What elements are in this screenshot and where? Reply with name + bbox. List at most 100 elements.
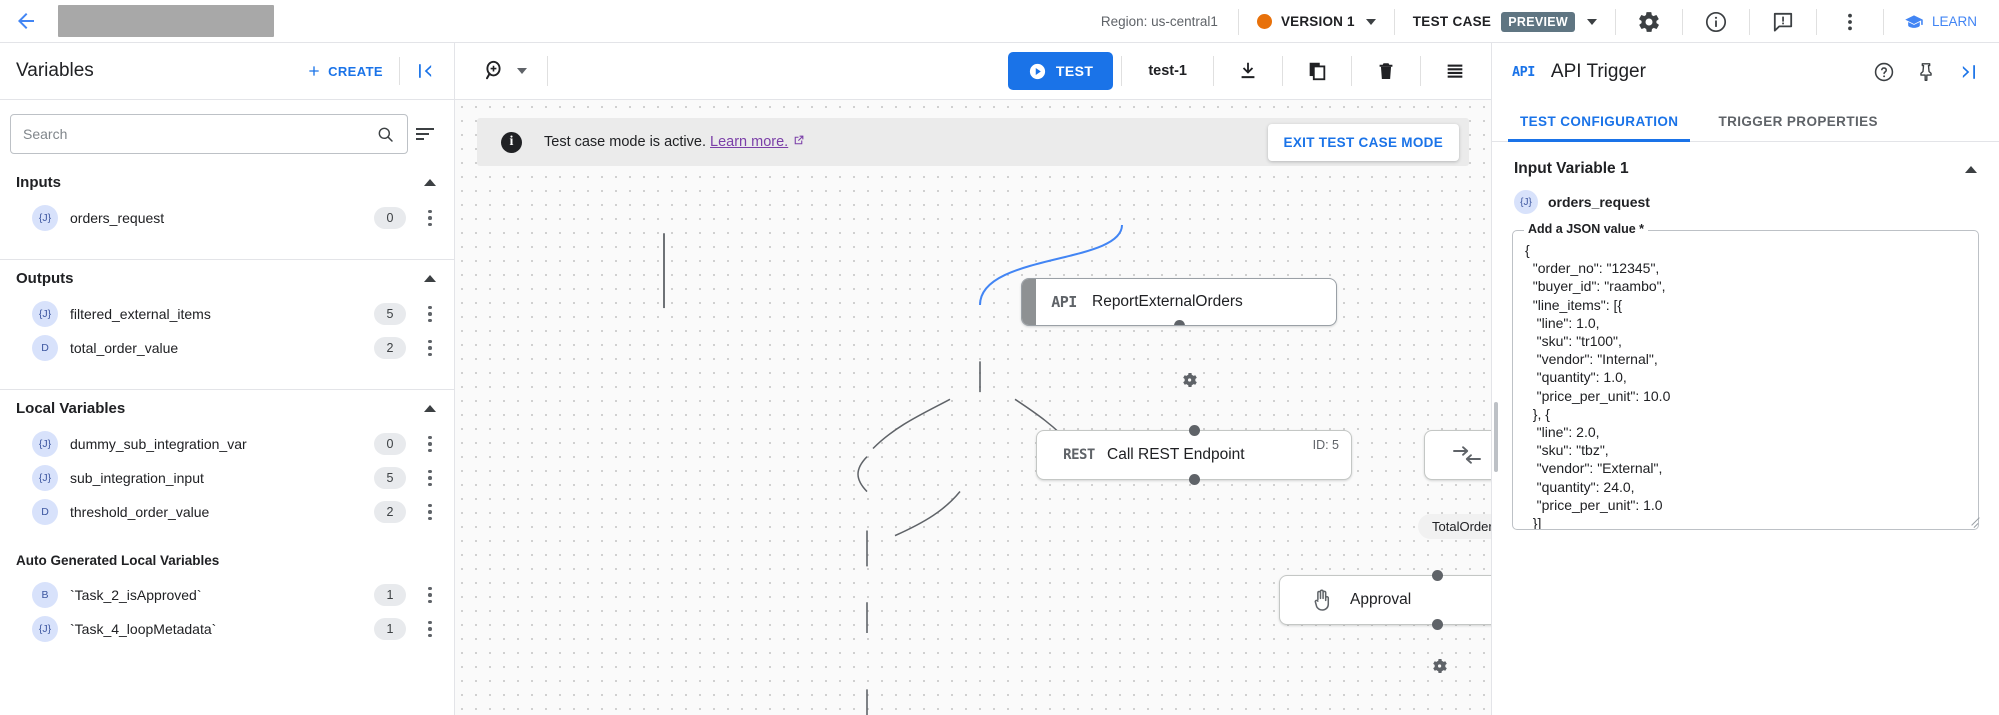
variable-row-orders-request[interactable]: {J} orders_request 0 xyxy=(0,201,454,235)
variable-name: `Task_2_isApproved` xyxy=(70,587,202,603)
node-input-port[interactable] xyxy=(1431,570,1443,581)
tab-trigger-properties[interactable]: TRIGGER PROPERTIES xyxy=(1718,114,1878,129)
variable-menu-icon[interactable] xyxy=(418,586,442,604)
variable-type-badge: {J} xyxy=(1514,190,1538,214)
variable-menu-icon[interactable] xyxy=(418,620,442,638)
variables-list-scroll: Inputs {J} orders_request 0 Outputs xyxy=(0,100,454,715)
exit-test-case-mode-button[interactable]: EXIT TEST CASE MODE xyxy=(1267,123,1459,161)
test-case-selector[interactable]: TEST CASE PREVIEW xyxy=(1397,11,1613,32)
help-button[interactable] xyxy=(1863,51,1905,93)
duplicate-test-button[interactable] xyxy=(1291,49,1343,93)
flow-node-call-rest-endpoint[interactable]: REST Call REST Endpoint ID: 5 xyxy=(1036,425,1352,485)
json-field-legend: Add a JSON value * xyxy=(1524,222,1649,236)
divider xyxy=(1282,56,1283,86)
scroll-thumb[interactable] xyxy=(1494,402,1498,472)
learn-button[interactable]: LEARN xyxy=(1886,12,1999,32)
flow-node-approval[interactable]: Approval ID: 2 xyxy=(1279,570,1491,630)
version-label: VERSION 1 xyxy=(1280,14,1355,29)
variable-row-sub-integration-input[interactable]: {J} sub_integration_input 5 xyxy=(0,461,454,495)
flow-node-report-external-orders[interactable]: API ReportExternalOrders xyxy=(1021,278,1337,326)
variable-row-filtered-external-items[interactable]: {J} filtered_external_items 5 xyxy=(0,297,454,331)
zoom-control[interactable] xyxy=(471,59,539,83)
section-header-outputs[interactable]: Outputs xyxy=(0,260,454,297)
variable-menu-icon[interactable] xyxy=(418,209,442,227)
variable-type-badge: {J} xyxy=(32,301,58,327)
section-header-local-variables[interactable]: Local Variables xyxy=(0,390,454,427)
divider xyxy=(399,57,400,85)
section-header-inputs[interactable]: Inputs xyxy=(0,164,454,201)
edge-label-total-order-value-above[interactable]: TotalOrderValue Above … xyxy=(1418,514,1491,539)
json-value-textarea[interactable]: { "order_no": "12345", "buyer_id": "raam… xyxy=(1512,230,1979,530)
node-title: Call REST Endpoint xyxy=(1107,446,1245,463)
info-button[interactable] xyxy=(1685,0,1747,43)
pin-button[interactable] xyxy=(1905,51,1947,93)
variable-count-badge: 5 xyxy=(374,467,406,489)
section-label: Local Variables xyxy=(16,400,126,417)
graduation-cap-icon xyxy=(1905,14,1923,28)
variable-row-total-order-value[interactable]: D total_order_value 2 xyxy=(0,331,454,365)
variable-row-threshold-order-value[interactable]: D threshold_order_value 2 xyxy=(0,495,454,529)
section-label: Auto Generated Local Variables xyxy=(16,553,220,568)
edge-config-gear-icon-1[interactable] xyxy=(1177,368,1201,392)
flow-node-find-total-order-price[interactable]: Find Total Order Price ID: 1 xyxy=(1424,430,1491,480)
section-label: Inputs xyxy=(16,174,61,191)
version-status-dot xyxy=(1256,14,1272,29)
chevron-down-icon xyxy=(1365,18,1376,25)
variable-menu-icon[interactable] xyxy=(418,435,442,453)
input-variable-row: {J} orders_request xyxy=(1508,190,1983,222)
download-test-button[interactable] xyxy=(1222,49,1274,93)
variables-search-row xyxy=(0,100,454,164)
sort-filter-icon[interactable] xyxy=(416,128,442,140)
resize-handle[interactable] xyxy=(1970,517,1980,527)
variable-menu-icon[interactable] xyxy=(418,339,442,357)
collapse-left-panel-button[interactable] xyxy=(406,51,446,91)
variable-menu-icon[interactable] xyxy=(418,503,442,521)
learn-more-link[interactable]: Learn more. xyxy=(710,134,789,150)
edge-config-gear-icon-3[interactable] xyxy=(1427,654,1451,678)
input-variable-title: Input Variable 1 xyxy=(1514,160,1629,177)
variables-title: Variables xyxy=(16,60,94,81)
flow-canvas[interactable]: i Test case mode is active. Learn more. … xyxy=(455,100,1491,715)
settings-button[interactable] xyxy=(1618,0,1680,43)
search-input[interactable] xyxy=(23,126,376,142)
variables-panel-header: Variables CREATE xyxy=(0,43,454,100)
back-button[interactable] xyxy=(0,9,52,33)
more-vert-icon xyxy=(1848,13,1852,30)
divider xyxy=(1420,56,1421,86)
list-icon xyxy=(1447,64,1463,78)
create-variable-button[interactable]: CREATE xyxy=(296,57,393,85)
top-bar: Region: us-central1 VERSION 1 TEST CASE … xyxy=(0,0,1999,43)
collapse-right-panel-button[interactable] xyxy=(1947,51,1989,93)
variable-menu-icon[interactable] xyxy=(418,469,442,487)
search-box[interactable] xyxy=(10,114,408,154)
more-options-button[interactable] xyxy=(1819,0,1881,43)
test-case-name[interactable]: test-1 xyxy=(1148,63,1187,79)
test-list-button[interactable] xyxy=(1429,49,1481,93)
preview-badge: PREVIEW xyxy=(1501,11,1575,32)
node-output-port[interactable] xyxy=(1431,619,1443,630)
variable-row-task-4-loopmetadata[interactable]: {J} `Task_4_loopMetadata` 1 xyxy=(0,612,454,646)
input-variable-section-header[interactable]: Input Variable 1 xyxy=(1508,142,1983,190)
api-icon: API xyxy=(1051,293,1077,311)
variable-row-task-2-isapproved[interactable]: B `Task_2_isApproved` 1 xyxy=(0,578,454,612)
variable-count-badge: 1 xyxy=(374,618,406,640)
feedback-button[interactable] xyxy=(1752,0,1814,43)
duplicate-icon xyxy=(1309,62,1326,81)
node-output-port[interactable] xyxy=(1188,474,1200,485)
node-input-port[interactable] xyxy=(1188,425,1200,436)
run-test-button[interactable]: TEST xyxy=(1007,52,1114,90)
details-panel: API API Trigger xyxy=(1491,43,1999,715)
node-output-port[interactable] xyxy=(1173,320,1185,325)
tab-test-configuration[interactable]: TEST CONFIGURATION xyxy=(1500,100,1698,142)
canvas-area: TEST test-1 xyxy=(455,43,1491,715)
variable-count-badge: 0 xyxy=(374,433,406,455)
details-panel-scrollbar[interactable] xyxy=(1494,142,1498,715)
variable-type-badge: {J} xyxy=(32,431,58,457)
variable-row-dummy-sub-integration-var[interactable]: {J} dummy_sub_integration_var 0 xyxy=(0,427,454,461)
section-header-auto-generated-local-variables[interactable]: Auto Generated Local Variables xyxy=(0,543,454,578)
variables-scrollbar[interactable] xyxy=(448,100,452,715)
variable-type-badge: {J} xyxy=(32,616,58,642)
variable-menu-icon[interactable] xyxy=(418,305,442,323)
delete-test-button[interactable] xyxy=(1360,49,1412,93)
version-selector[interactable]: VERSION 1 xyxy=(1241,14,1392,29)
